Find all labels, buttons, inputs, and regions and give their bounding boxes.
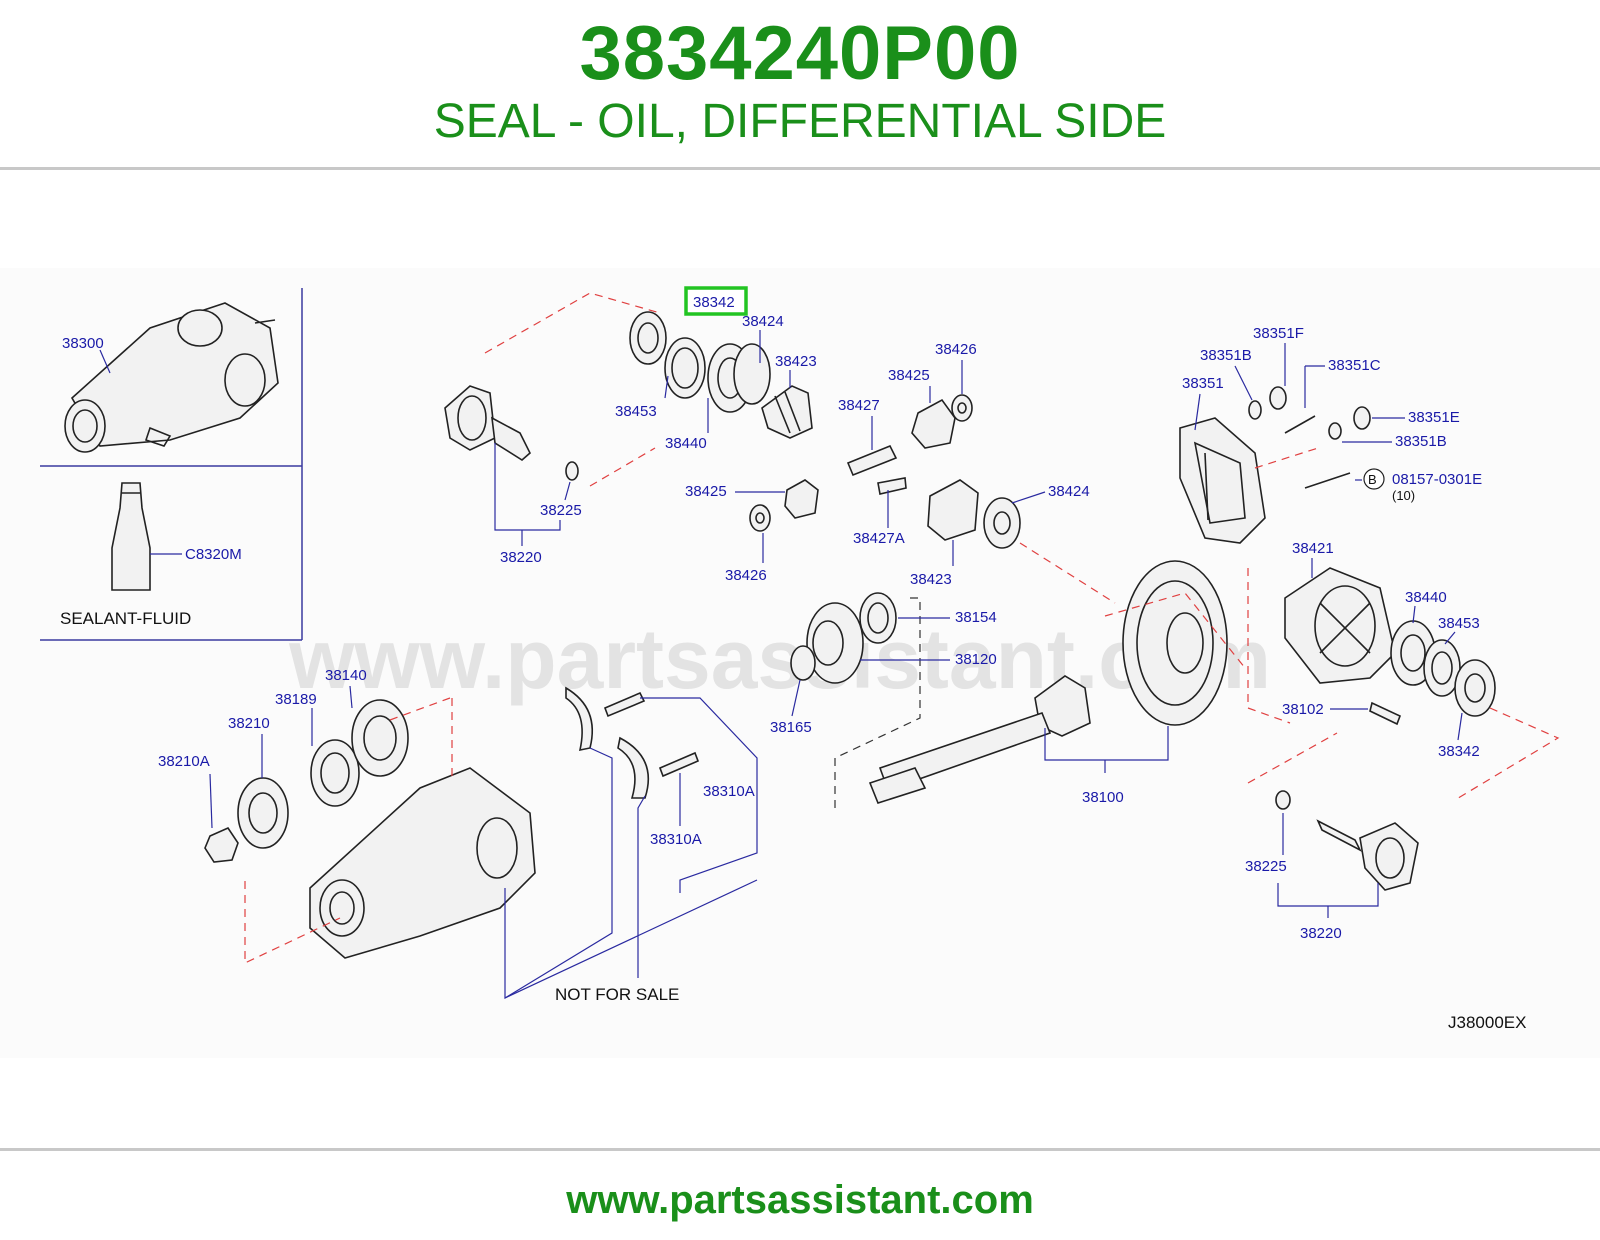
pinion-mate-left-icon[interactable] (749, 479, 819, 532)
side-flange-right-icon[interactable] (1316, 819, 1419, 891)
bolt-ref-circle (1363, 468, 1385, 490)
bearing-right-icon[interactable] (1390, 620, 1461, 697)
side-gear-icon[interactable] (927, 479, 1021, 549)
label-38351B-a: 38351B (1200, 347, 1252, 364)
label-38102: 38102 (1282, 701, 1324, 718)
label-38426-mid: 38426 (725, 567, 767, 584)
label-38440-right: 38440 (1405, 589, 1447, 606)
footer-divider (0, 1148, 1600, 1151)
part-number-title: 3834240P00 (579, 11, 1021, 96)
pinion-shaft-icon[interactable] (846, 444, 907, 495)
drive-pinion-icon[interactable] (868, 675, 1091, 804)
label-38427: 38427 (838, 397, 880, 414)
bolt-quantity: (10) (1392, 488, 1415, 503)
label-38310A-b: 38310A (650, 831, 702, 848)
footer-url-link[interactable]: www.partsassistant.com (566, 1178, 1034, 1222)
label-38426-top: 38426 (935, 341, 977, 358)
label-38453-right: 38453 (1438, 615, 1480, 632)
label-38351: 38351 (1182, 375, 1224, 392)
inset-frame (40, 288, 303, 641)
label-38220-left: 38220 (500, 549, 542, 566)
label-38351F: 38351F (1253, 325, 1304, 342)
label-38440-top: 38440 (665, 435, 707, 452)
sealant-bottle-icon[interactable] (111, 482, 151, 591)
not-for-sale-note: NOT FOR SALE (555, 985, 679, 1004)
pinion-front-seal-icon[interactable] (310, 739, 360, 807)
pinion-bearing-icon[interactable] (790, 592, 897, 684)
pinion-gear-icon[interactable] (761, 385, 813, 439)
label-38351C: 38351C (1328, 357, 1381, 374)
o-ring-right-icon[interactable] (1275, 790, 1291, 810)
oil-seal-right-icon[interactable] (1454, 659, 1496, 717)
label-38351B-b: 38351B (1395, 433, 1447, 450)
label-38140: 38140 (325, 667, 367, 684)
differential-assembly-icon[interactable] (64, 302, 279, 453)
diagram-reference-code: J38000EX (1448, 1013, 1526, 1032)
label-38225-right: 38225 (1245, 858, 1287, 875)
differential-case-icon[interactable] (1284, 567, 1396, 684)
label-C8320M: C8320M (185, 546, 242, 563)
bearing-cap-icon[interactable] (565, 686, 700, 799)
label-38225-left: 38225 (540, 502, 582, 519)
label-38351E: 38351E (1408, 409, 1460, 426)
label-38453-top: 38453 (615, 403, 657, 420)
label-38210: 38210 (228, 715, 270, 732)
side-flange-left-icon[interactable] (444, 385, 531, 461)
label-38424-top: 38424 (742, 313, 784, 330)
front-bearing-icon[interactable] (351, 699, 409, 777)
watermark-text: www.partsassistant.com (288, 612, 1271, 706)
label-38189: 38189 (275, 691, 317, 708)
label-38425-top: 38425 (888, 367, 930, 384)
diagram-canvas: www.partsassistant.com 38300 C8320M SEAL… (40, 286, 1560, 1032)
rear-cover-icon[interactable] (1179, 417, 1266, 544)
highlight-box-38342[interactable] (684, 286, 748, 316)
page-header: 3834240P00 SEAL - OIL, DIFFERENTIAL SIDE (0, 0, 1600, 168)
part-description: SEAL - OIL, DIFFERENTIAL SIDE (433, 95, 1167, 148)
label-38310A-a: 38310A (703, 783, 755, 800)
label-38300: 38300 (62, 335, 104, 352)
o-ring-icon[interactable] (565, 461, 579, 481)
case-bolt-icon[interactable] (1369, 701, 1402, 726)
label-38210A: 38210A (158, 753, 210, 770)
label-38220-right: 38220 (1300, 925, 1342, 942)
label-38427A: 38427A (853, 530, 905, 547)
drain-plug-icon[interactable] (1248, 386, 1371, 489)
label-38421: 38421 (1292, 540, 1334, 557)
label-38154: 38154 (955, 609, 997, 626)
bolt-ref-letter: B (1368, 472, 1377, 487)
label-38425-mid: 38425 (685, 483, 727, 500)
label-38165: 38165 (770, 719, 812, 736)
label-38342-right: 38342 (1438, 743, 1480, 760)
label-38100: 38100 (1082, 789, 1124, 806)
sealant-fluid-label: SEALANT-FLUID (60, 609, 191, 628)
oil-seal-icon[interactable] (629, 311, 667, 365)
header-divider (0, 167, 1600, 170)
label-38342-highlighted[interactable]: 38342 (693, 294, 735, 311)
pinion-mate-gear-icon[interactable] (911, 394, 973, 449)
label-38423-top: 38423 (775, 353, 817, 370)
companion-flange-icon[interactable] (204, 777, 289, 863)
label-38120: 38120 (955, 651, 997, 668)
exploded-parts-diagram: www.partsassistant.com 38300 C8320M SEAL… (0, 268, 1600, 1058)
bearing-top-icon[interactable] (664, 337, 771, 413)
label-38424-mid: 38424 (1048, 483, 1090, 500)
label-bolt-code: 08157-0301E (1392, 471, 1482, 488)
ring-gear-icon[interactable] (1122, 560, 1228, 726)
gear-carrier-icon[interactable] (309, 767, 536, 959)
dashed-boundary (484, 292, 661, 354)
label-38423-mid: 38423 (910, 571, 952, 588)
